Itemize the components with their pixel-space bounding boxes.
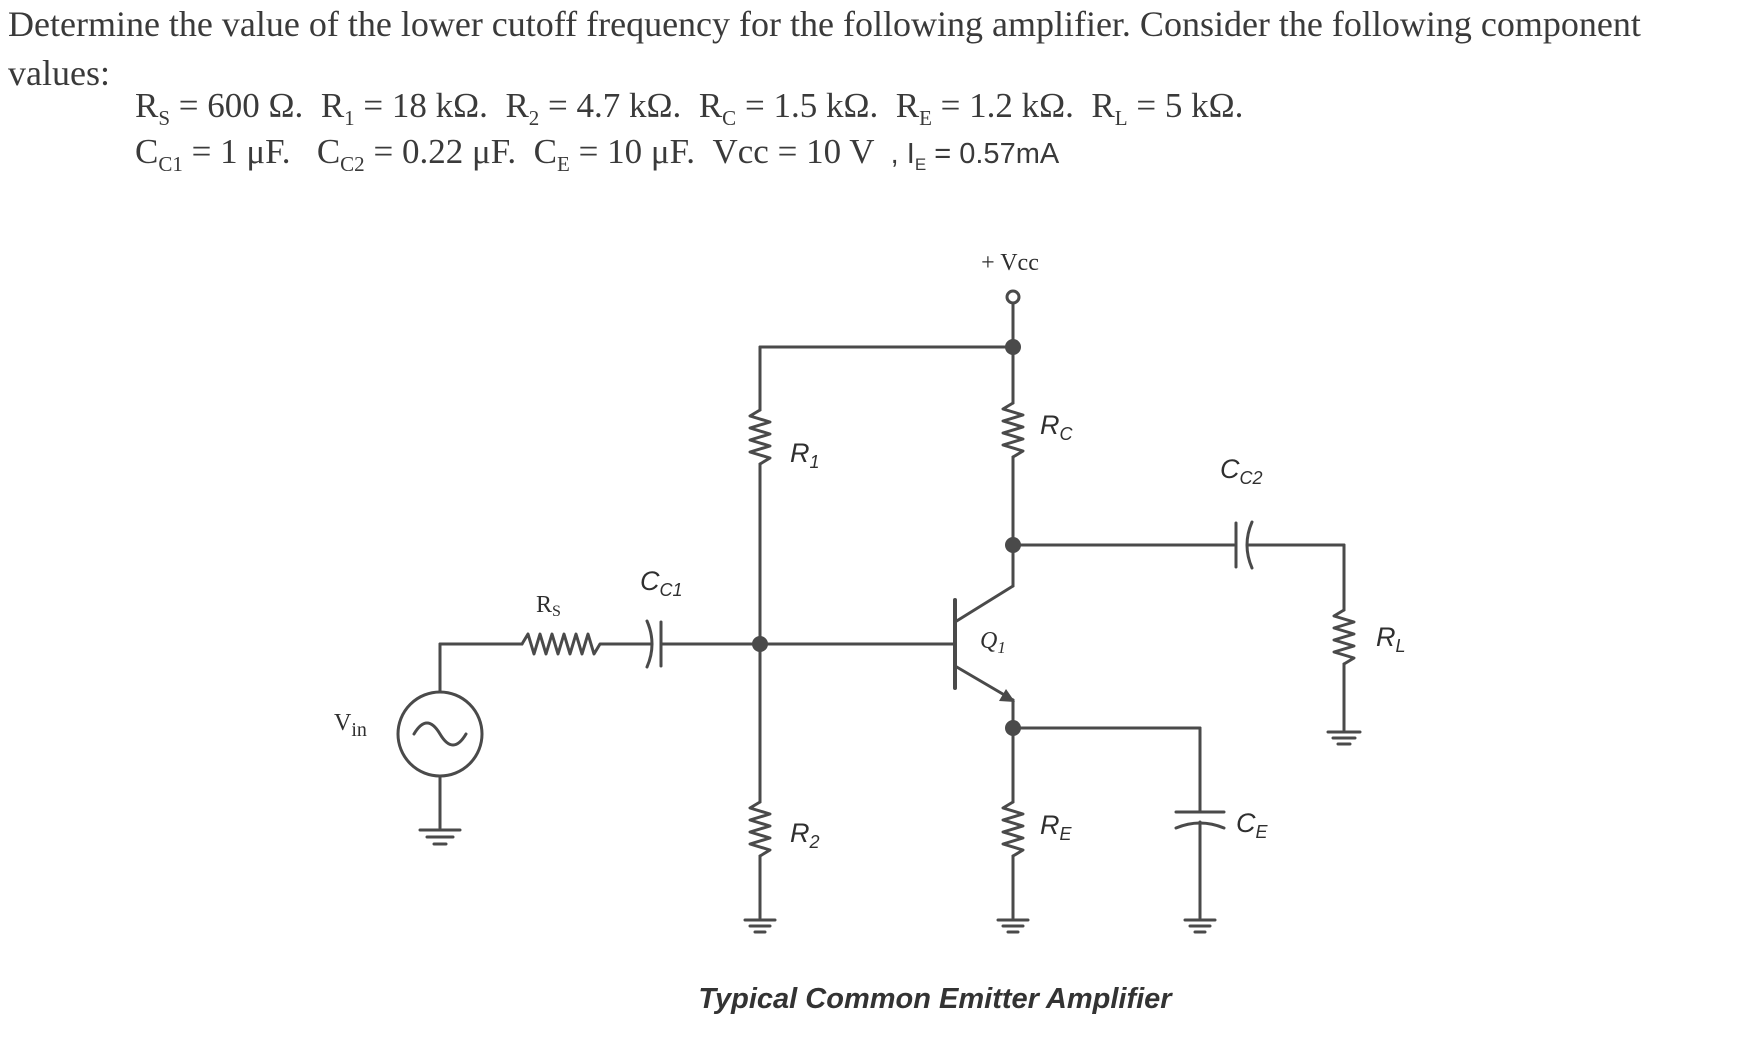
re-value: 1.2 kΩ. [969, 86, 1074, 125]
vcc-value: 10 V [806, 132, 874, 171]
ground-ce [1183, 918, 1217, 934]
rl-symbol: RL = [1082, 86, 1165, 130]
problem-statement: Determine the value of the lower cutoff … [8, 4, 1641, 93]
rc-symbol: RC = [690, 86, 774, 130]
ce-label: CE [1236, 808, 1269, 842]
r1-symbol: R1 = [312, 86, 392, 130]
q1-collector-lead [953, 584, 1015, 624]
rs-symbol: RS = [135, 86, 208, 130]
rc-resistor [1001, 401, 1025, 459]
ground-r2 [743, 918, 777, 934]
ie-symbol: , IE = [882, 138, 960, 174]
vcc-label: + Vcc [981, 250, 1039, 276]
rc-label: RC [1040, 410, 1074, 444]
ground-re [996, 918, 1030, 934]
re-resistor [1001, 800, 1025, 858]
r2-value: 4.7 kΩ. [576, 86, 682, 125]
ce-symbol: CE = [524, 132, 608, 176]
cc1-symbol: CC1 = [135, 132, 221, 176]
rs-label: RS [536, 592, 561, 620]
ie-value: 0.57mA [959, 138, 1060, 170]
q1-label: Q1 [980, 628, 1006, 657]
r2-label: R2 [790, 818, 820, 852]
cc1-value: 1 μF. [220, 132, 291, 171]
cc2-value: 0.22 μF. [401, 132, 517, 171]
rs-resistor [520, 632, 622, 656]
ground-rl [1326, 730, 1362, 746]
re-label: RE [1040, 810, 1073, 844]
r2-resistor [748, 800, 772, 858]
ce-value: 10 μF. [607, 132, 695, 171]
cc2-symbol: CC2 = [299, 132, 402, 176]
rc-value: 1.5 kΩ. [773, 86, 879, 125]
rs-value: 600 Ω. [207, 86, 304, 125]
r2-symbol: R2 = [496, 86, 577, 130]
cc2-label: CC2 [1220, 454, 1263, 488]
component-values-line-1: RS = 600 Ω. R1 = 18 kΩ. R2 = 4.7 kΩ. RC … [135, 86, 1243, 131]
r1-label: R1 [790, 438, 820, 472]
vcc-terminal [1005, 289, 1021, 305]
re-symbol: RE = [886, 86, 970, 130]
vin-label: Vin [334, 710, 367, 741]
diagram-caption: Typical Common Emitter Amplifier [698, 983, 1173, 1015]
sine-wave-icon [412, 721, 468, 747]
q1-emitter-arrow [999, 689, 1015, 702]
vcc-symbol: Vcc = [703, 132, 807, 171]
ground-vin [418, 828, 462, 846]
r1-value: 18 kΩ. [391, 86, 488, 125]
component-values-line-2: CC1 = 1 μF. CC2 = 0.22 μF. CE = 10 μF. V… [135, 132, 1059, 177]
rl-resistor [1332, 608, 1356, 666]
rl-value: 5 kΩ. [1164, 86, 1244, 125]
cc1-label: CC1 [640, 566, 683, 600]
rl-label: RL [1376, 622, 1406, 656]
r1-resistor [748, 408, 772, 466]
